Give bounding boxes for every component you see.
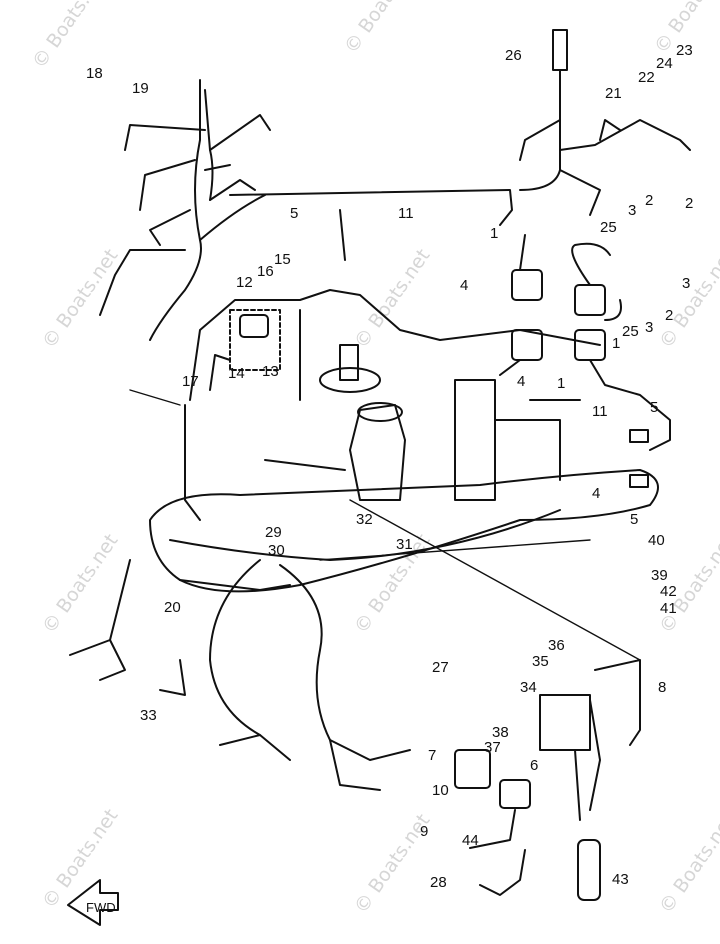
starter-relay [454, 749, 531, 849]
callout-37: 37 [484, 739, 501, 756]
bottom-cowling [149, 469, 659, 593]
callout-20: 20 [164, 599, 181, 616]
callout-1: 1 [490, 225, 498, 242]
callout-14: 14 [228, 365, 245, 382]
callout-2: 2 [665, 307, 673, 324]
callout-40: 40 [648, 532, 665, 549]
callout-5: 5 [630, 511, 638, 528]
callout-4: 4 [517, 373, 525, 390]
callout-3: 3 [682, 275, 690, 292]
fwd-arrow-icon [67, 879, 119, 926]
callout-3: 3 [645, 319, 653, 336]
cdi-unit [209, 309, 281, 391]
callout-31: 31 [396, 536, 413, 553]
ignition-coils [499, 234, 671, 451]
callout-10: 10 [432, 782, 449, 799]
callout-12: 12 [236, 274, 253, 291]
callout-16: 16 [257, 263, 274, 280]
callout-29: 29 [265, 524, 282, 541]
leader-lines [129, 389, 641, 661]
callout-43: 43 [612, 871, 629, 888]
callout-24: 24 [656, 55, 673, 72]
plug-caps [339, 209, 649, 488]
callout-32: 32 [356, 511, 373, 528]
callout-2: 2 [685, 195, 693, 212]
callout-18: 18 [86, 65, 103, 82]
callout-38: 38 [492, 724, 509, 741]
callout-19: 19 [132, 80, 149, 97]
callout-9: 9 [420, 823, 428, 840]
wire-harness-18 [99, 79, 271, 341]
wire-harness-21 [519, 29, 691, 216]
callout-34: 34 [520, 679, 537, 696]
callout-36: 36 [548, 637, 565, 654]
callout-23: 23 [676, 42, 693, 59]
fwd-label: FWD [86, 900, 116, 915]
callout-5: 5 [290, 205, 298, 222]
callout-4: 4 [592, 485, 600, 502]
callout-8: 8 [658, 679, 666, 696]
callout-25: 25 [600, 219, 617, 236]
callout-17: 17 [182, 373, 199, 390]
callout-21: 21 [605, 85, 622, 102]
callout-7: 7 [428, 747, 436, 764]
callout-35: 35 [532, 653, 549, 670]
rectifier-regulator [539, 659, 641, 901]
callout-33: 33 [140, 707, 157, 724]
callout-1: 1 [557, 375, 565, 392]
callout-13: 13 [262, 363, 279, 380]
callout-4: 4 [460, 277, 468, 294]
callout-28: 28 [430, 874, 447, 891]
callout-6: 6 [530, 757, 538, 774]
callout-3: 3 [628, 202, 636, 219]
callout-2: 2 [645, 192, 653, 209]
callout-11: 11 [592, 403, 608, 420]
callout-30: 30 [268, 542, 285, 559]
callout-42: 42 [660, 583, 677, 600]
engine-block [184, 189, 601, 521]
callout-11: 11 [398, 205, 414, 222]
callout-1: 1 [612, 335, 620, 352]
callout-27: 27 [432, 659, 449, 676]
callout-26: 26 [505, 47, 522, 64]
callout-44: 44 [462, 832, 479, 849]
lower-harness [69, 559, 526, 896]
callout-22: 22 [638, 69, 655, 86]
callout-41: 41 [660, 600, 677, 617]
callout-25: 25 [622, 323, 639, 340]
callout-39: 39 [651, 567, 668, 584]
callout-15: 15 [274, 251, 291, 268]
callout-5: 5 [650, 399, 658, 416]
